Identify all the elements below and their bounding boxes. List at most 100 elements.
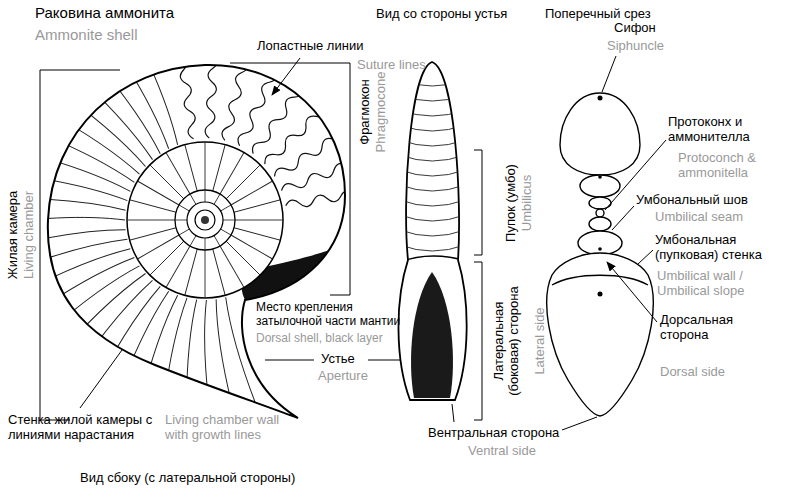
growth-line (46, 279, 159, 407)
part-label: Dorsal side (660, 364, 725, 379)
part-label: Латеральная (боковая) сторона (491, 279, 521, 404)
growth-line (42, 37, 155, 165)
rib (166, 152, 190, 194)
umbilical-wall (552, 275, 648, 285)
siphuncle (598, 96, 603, 101)
rib (190, 194, 196, 204)
rib (127, 220, 175, 221)
rib (400, 140, 465, 146)
rib (150, 241, 184, 275)
rib (137, 235, 179, 259)
bracket (40, 70, 120, 420)
suture-line (280, 136, 414, 195)
whorl-section (578, 231, 622, 255)
rib (220, 152, 244, 194)
suture-line (285, 177, 424, 210)
rib (400, 155, 465, 161)
part-label: Dorsal shell, black layer (256, 331, 383, 345)
inner-ribs (127, 142, 283, 298)
part-label: Пупок (умбо) (503, 164, 518, 242)
rib (235, 220, 283, 221)
part-label: Вентральная сторона (428, 425, 559, 440)
rib (400, 170, 465, 176)
rib (220, 246, 244, 288)
rib (231, 181, 273, 205)
leader-line (602, 56, 616, 92)
rib (400, 80, 465, 86)
leader-line (562, 417, 597, 430)
growth-line (4, 80, 141, 180)
leader-line (638, 250, 653, 264)
part-label: Жилая камера (5, 191, 20, 280)
apertural-view (398, 62, 470, 400)
rib (179, 205, 189, 211)
part-label: Umbilicus (519, 175, 534, 231)
rib (221, 229, 231, 235)
whorl-section (560, 93, 640, 175)
subtitle: Ammonite shell (35, 26, 138, 43)
part-label: Умбональная (пупковая) стенка (655, 232, 780, 262)
growth-line (0, 246, 133, 313)
rib (234, 200, 280, 212)
view-title: Вид сбоку (с латеральной стороны) (80, 470, 295, 485)
rib (221, 205, 231, 211)
whorl-edge (400, 256, 470, 262)
part-label: Protoconch & ammonitella (678, 150, 783, 180)
front-ribs (400, 80, 470, 262)
rib (223, 220, 235, 221)
rib (400, 230, 465, 236)
umbilicus (201, 216, 209, 224)
rib (150, 165, 184, 199)
whorl-section (589, 217, 611, 231)
part-label: Устье (321, 351, 355, 366)
view-title: Вид со стороны устья (376, 6, 507, 21)
siphuncle-dots (598, 96, 603, 297)
part-label: Phragmocone (373, 72, 388, 153)
whorl-section (547, 253, 653, 416)
siphuncle (598, 292, 603, 297)
growth-line (0, 132, 131, 199)
part-label: Лопастные линии (257, 38, 363, 53)
rib (400, 95, 465, 101)
growth-line (115, 0, 180, 148)
rib (205, 238, 206, 250)
view-title: Поперечный срез (545, 6, 651, 21)
part-label: Living chamber (21, 191, 36, 279)
part-label: Умбональный шов (636, 192, 748, 207)
leader-line (452, 404, 454, 422)
leader-line (80, 350, 122, 408)
rib (213, 249, 225, 295)
part-label: Стенка жилой камеры с линиями нарастания (8, 412, 158, 442)
rib (166, 246, 190, 288)
rib (205, 250, 206, 298)
part-label: Протоконх и аммонителла (668, 114, 778, 144)
part-label: Lateral side (532, 307, 547, 374)
rib (400, 215, 465, 221)
bracket (474, 262, 482, 420)
rib (226, 241, 260, 275)
bracket (230, 63, 350, 295)
part-label: Living chamber wall with growth lines (165, 412, 283, 442)
part-label: Aperture (318, 368, 368, 383)
rib (400, 245, 465, 251)
part-label: Umbilical seam (655, 209, 743, 224)
umbilicus (195, 210, 215, 230)
front-shell (398, 62, 466, 400)
rib (175, 220, 187, 221)
part-label: Дорсальная сторона (660, 312, 770, 342)
part-label: Сифон (614, 20, 656, 35)
part-label: Umbilical wall / Umbilical slope (657, 268, 781, 298)
growth-line (25, 272, 151, 387)
part-label: Suture lines (357, 57, 426, 72)
rib (190, 236, 196, 246)
whorl-section (580, 175, 620, 197)
rib (231, 235, 273, 259)
rib (400, 200, 465, 206)
section-leaders (602, 56, 666, 322)
leader-arrow (272, 58, 300, 95)
shell-outline (48, 65, 345, 418)
rib (400, 110, 465, 116)
siphuncle (598, 247, 602, 251)
